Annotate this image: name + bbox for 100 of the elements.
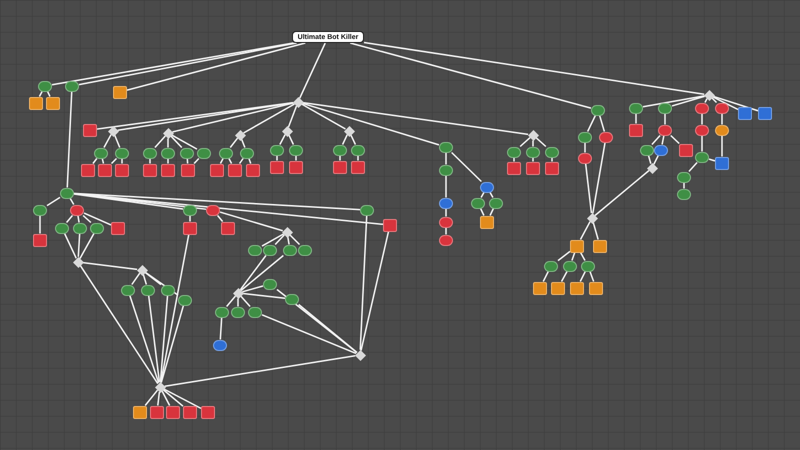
connector-line [194, 158, 200, 164]
connector-line [288, 106, 298, 128]
action-box [629, 124, 643, 136]
connector-line [364, 42, 704, 96]
connector-line [160, 295, 168, 382]
action-box [270, 160, 284, 174]
connector-line [298, 304, 358, 354]
action-box [738, 106, 752, 120]
connector-line [670, 134, 680, 144]
connector-line [445, 228, 447, 234]
connector-line [262, 314, 356, 354]
connector-line [114, 134, 120, 148]
action-box [113, 86, 127, 98]
connector-line [701, 136, 703, 152]
connector-line [74, 192, 384, 226]
connector-line [103, 134, 112, 148]
connector-line [664, 114, 666, 124]
connector-line [92, 158, 98, 164]
selector-diamond [528, 130, 538, 140]
connector-line [339, 156, 341, 160]
connector-line [131, 272, 140, 285]
connector-line [708, 158, 716, 162]
connector-line [721, 114, 723, 124]
action-box [228, 164, 242, 176]
connector-line [648, 155, 652, 164]
connector-line [688, 162, 698, 172]
action-box [183, 222, 197, 234]
connector-line [66, 91, 72, 188]
action-box [210, 164, 224, 176]
selector-diamond [282, 126, 292, 136]
connector-line [480, 192, 485, 198]
connector-line [542, 271, 549, 282]
connector-line [149, 158, 151, 164]
connector-line [721, 136, 723, 156]
connector-line [154, 135, 166, 148]
connector-line [535, 137, 546, 148]
connector-line [82, 214, 92, 224]
connector-line [711, 97, 718, 104]
action-box [166, 406, 180, 418]
action-box [679, 144, 693, 156]
connector-line [594, 170, 650, 216]
connector-line [84, 212, 112, 226]
connector-line [170, 135, 182, 148]
connector-line [683, 182, 685, 188]
connector-line [489, 192, 494, 198]
connector-line [64, 233, 77, 259]
action-box [46, 96, 60, 110]
selector-diamond [646, 162, 658, 174]
action-box [133, 406, 147, 418]
connector-line [144, 390, 158, 406]
connector-line [242, 285, 264, 293]
selector-diamond [162, 128, 174, 138]
connector-line [651, 135, 661, 145]
action-box [201, 406, 215, 418]
selector-diamond [704, 90, 714, 100]
connector-line [360, 215, 368, 350]
connector-line [157, 392, 160, 406]
action-box [83, 124, 97, 136]
connector-line [558, 250, 570, 262]
connector-line [274, 234, 285, 246]
connector-line [148, 295, 160, 382]
connector-line [74, 193, 184, 210]
connector-line [230, 138, 238, 148]
action-box [758, 106, 772, 120]
connector-line [360, 231, 390, 351]
connector-line [144, 272, 178, 296]
connector-line [220, 211, 283, 232]
selector-diamond [108, 126, 118, 136]
connector-line [584, 142, 586, 152]
action-box [333, 160, 347, 174]
connector-line [288, 134, 294, 145]
connector-line [79, 233, 95, 259]
action-box [161, 164, 175, 176]
connector-line [661, 135, 665, 145]
selector-diamond [234, 130, 246, 140]
connector-line [167, 138, 169, 148]
connector-line [162, 388, 184, 407]
connector-line [445, 176, 447, 198]
selector-diamond [154, 382, 166, 392]
connector-line [580, 271, 586, 282]
connector-line [46, 196, 60, 206]
connector-line [598, 115, 606, 132]
connector-line [77, 215, 80, 223]
connector-line [342, 134, 348, 145]
connector-line [238, 158, 244, 164]
action-box [507, 162, 521, 174]
action-box [593, 240, 607, 252]
connector-line [451, 152, 482, 182]
connector-line [580, 221, 591, 240]
connector-line [172, 102, 294, 133]
connector-line [704, 98, 708, 103]
action-box [221, 222, 235, 234]
connector-line [589, 271, 594, 282]
connector-line [217, 215, 224, 222]
connector-line [445, 208, 447, 216]
connector-line [167, 158, 169, 164]
connector-line [189, 216, 191, 222]
action-box [289, 160, 303, 174]
action-box [383, 218, 397, 232]
connector-line [240, 254, 284, 292]
